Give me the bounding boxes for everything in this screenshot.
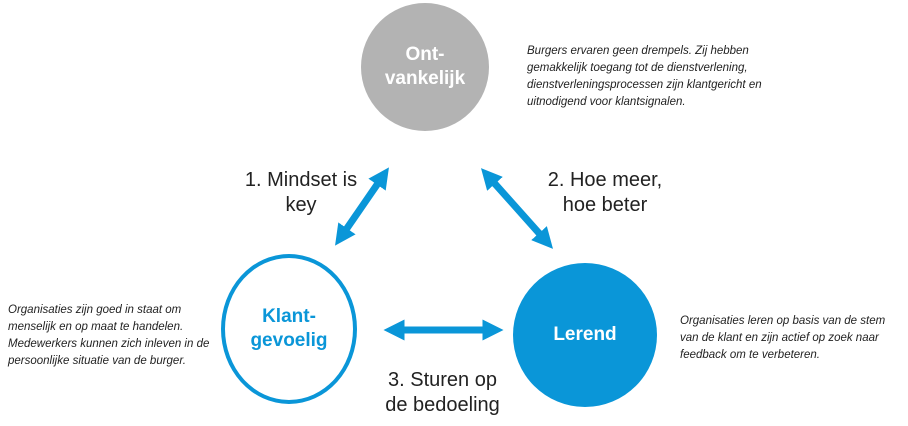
node-klantgevoelig: Klant- gevoelig <box>221 254 357 404</box>
arrow-2 <box>481 168 553 249</box>
edge-label-2-line-2: hoe beter <box>562 194 648 216</box>
node-lerend: Lerend <box>513 263 657 407</box>
edge-label-3: 3. Sturen op de bedoeling <box>370 368 515 418</box>
arrow-1 <box>335 167 389 246</box>
node-klantgevoelig-label-1: Klant- <box>262 306 316 327</box>
node-ontvankelijk: Ont- vankelijk <box>361 3 489 131</box>
edge-label-1-line-2: key <box>285 194 317 216</box>
edge-label-2-line-1: 2. Hoe meer, <box>547 169 663 191</box>
edge-label-3-line-2: de bedoeling <box>385 394 500 416</box>
edge-label-3-line-1: 3. Sturen op <box>388 369 497 391</box>
description-ontvankelijk: Burgers ervaren geen drempels. Zij hebbe… <box>527 45 762 108</box>
node-klantgevoelig-label-2: gevoelig <box>250 330 328 351</box>
description-klantgevoelig: Organisaties zijn goed in staat om mense… <box>8 304 210 367</box>
description-lerend: Organisaties leren op basis van de stem … <box>680 315 886 361</box>
edge-label-2: 2. Hoe meer, hoe beter <box>540 168 670 218</box>
node-ontvankelijk-label-1: Ont- <box>405 44 445 65</box>
node-lerend-label: Lerend <box>553 324 617 345</box>
node-ontvankelijk-label-2: vankelijk <box>384 68 466 89</box>
edge-label-1: 1. Mindset is key <box>236 168 366 218</box>
edge-label-1-line-1: 1. Mindset is <box>244 169 358 191</box>
